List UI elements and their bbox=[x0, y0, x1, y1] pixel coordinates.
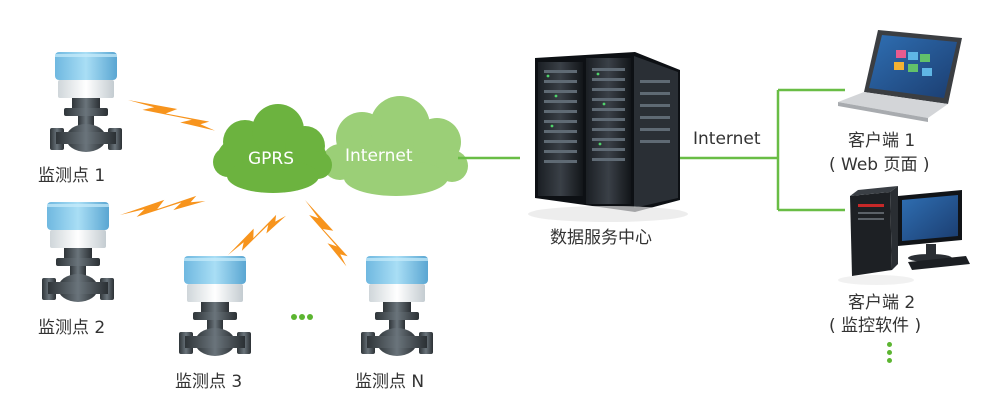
ellipsis-dot bbox=[307, 314, 313, 320]
ellipsis-dot bbox=[299, 314, 305, 320]
gprs-cloud bbox=[213, 104, 332, 193]
internet-link-label: Internet bbox=[693, 129, 761, 149]
desktop-pc-icon bbox=[838, 186, 970, 285]
valve-icon-2 bbox=[42, 202, 114, 302]
lightning-icon bbox=[120, 174, 206, 242]
lightning-icon bbox=[287, 200, 364, 267]
internet-cloud bbox=[322, 96, 468, 196]
valve-icon-n bbox=[361, 256, 433, 356]
monitoring-point-3-label: 监测点 3 bbox=[175, 372, 243, 392]
server-rack-icon bbox=[528, 52, 688, 222]
ellipsis-dot bbox=[887, 342, 892, 347]
client-1-desc: ( Web 页面 ) bbox=[829, 155, 930, 175]
laptop-icon bbox=[838, 30, 962, 122]
monitoring-point-1-label: 监测点 1 bbox=[38, 166, 106, 186]
monitoring-point-2-label: 监测点 2 bbox=[38, 318, 106, 338]
client-1-name: 客户端 1 bbox=[848, 131, 916, 151]
ellipsis-dot bbox=[291, 314, 297, 320]
valve-icon-1 bbox=[50, 52, 122, 152]
ellipsis-dot bbox=[887, 350, 892, 355]
gprs-label: GPRS bbox=[248, 149, 295, 169]
ellipsis-dot bbox=[887, 358, 892, 363]
lightning-icon bbox=[128, 100, 215, 131]
server-label: 数据服务中心 bbox=[550, 228, 652, 248]
client-2-name: 客户端 2 bbox=[848, 293, 916, 313]
valve-icon-3 bbox=[179, 256, 251, 356]
internet-cloud-label: Internet bbox=[345, 146, 413, 166]
client-2-desc: ( 监控软件 ) bbox=[829, 316, 922, 336]
monitoring-point-n-label: 监测点 N bbox=[355, 372, 425, 392]
